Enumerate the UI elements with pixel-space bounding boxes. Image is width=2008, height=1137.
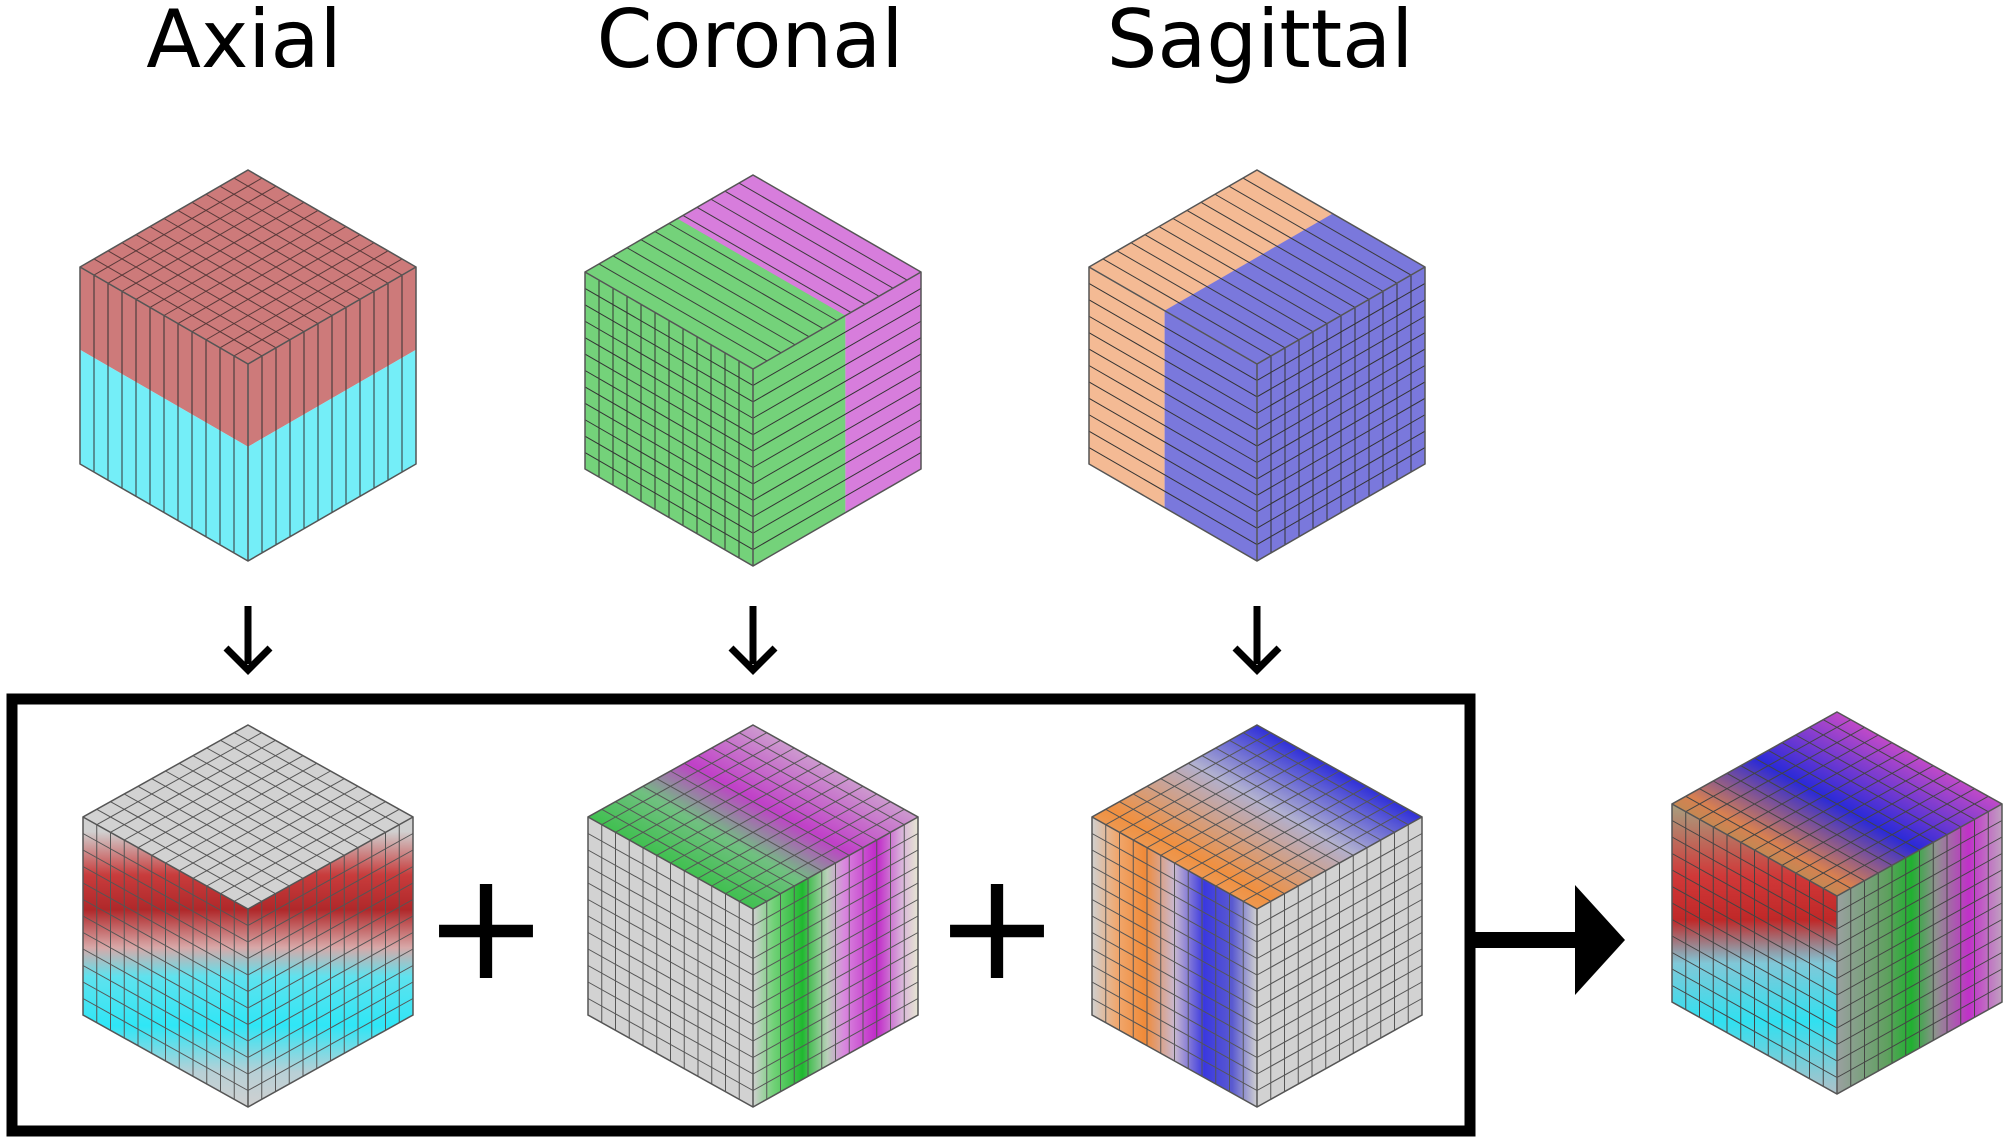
label-axial: Axial xyxy=(146,0,342,86)
label-sagittal: Sagittal xyxy=(1106,0,1414,86)
coronal-blend-cube xyxy=(587,724,919,1108)
plus-operator-2: + xyxy=(934,840,1060,1014)
plus-operator-1: + xyxy=(423,840,549,1014)
axial-blend-cube xyxy=(82,724,414,1108)
down-arrow-coronal-icon xyxy=(728,606,778,675)
down-arrow-axial-icon xyxy=(223,606,273,675)
down-arrow-sagittal-icon xyxy=(1232,606,1282,675)
axial-cube xyxy=(79,169,417,562)
cube-layer xyxy=(79,169,2003,1108)
coronal-cube xyxy=(584,174,922,567)
sagittal-blend-cube xyxy=(1091,724,1423,1108)
label-coronal: Coronal xyxy=(596,0,904,86)
sagittal-cube xyxy=(1088,169,1426,562)
result-cube xyxy=(1671,711,2003,1095)
right-arrow-icon xyxy=(1470,885,1625,995)
blend-frame xyxy=(6,693,1476,1137)
